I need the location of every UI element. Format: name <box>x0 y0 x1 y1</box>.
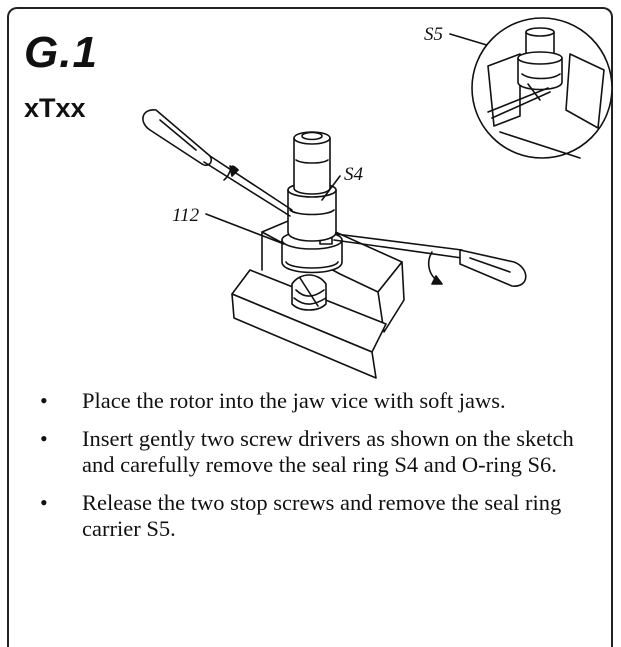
instruction-step: Release the two stop screws and remove t… <box>40 490 600 542</box>
instruction-step: Insert gently two screw drivers as shown… <box>40 426 600 478</box>
section-heading: G.1 <box>24 28 98 77</box>
disassembly-sketch: S4 112 S5 <box>142 17 613 379</box>
rotor-shaft <box>293 131 331 195</box>
instruction-step: Place the rotor into the jaw vice with s… <box>40 388 600 414</box>
rotor-screw <box>291 274 327 311</box>
right-screwdriver <box>333 233 527 287</box>
callout-s4: S4 <box>344 164 364 185</box>
instruction-list: Place the rotor into the jaw vice with s… <box>40 388 600 554</box>
section-subheading: xTxx <box>24 93 86 123</box>
callout-112: 112 <box>172 205 200 226</box>
callout-s5: S5 <box>424 24 443 45</box>
left-screwdriver <box>142 109 293 217</box>
detail-inset <box>471 17 613 159</box>
